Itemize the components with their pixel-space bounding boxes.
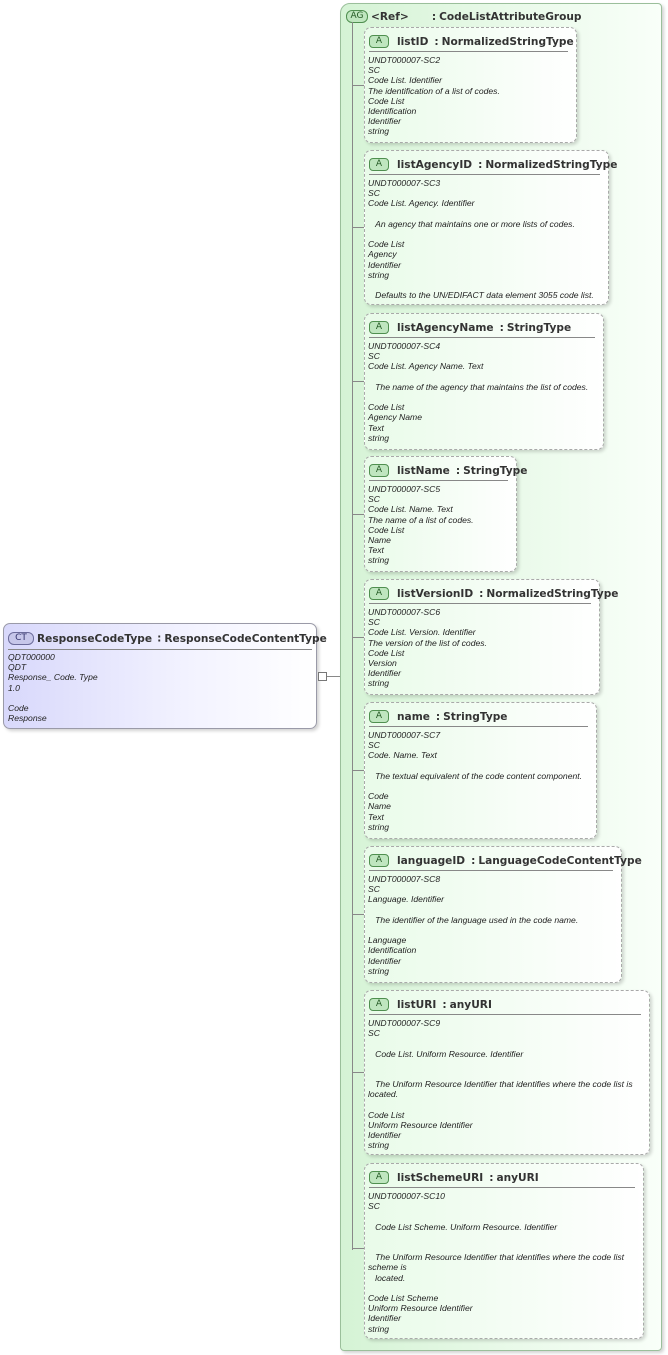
attribute-type: anyURI [449, 998, 492, 1011]
complex-type-divider [8, 649, 312, 650]
attribute-tree-tick [352, 770, 364, 771]
attribute-name: listAgencyName [397, 321, 494, 334]
attribute-divider [369, 726, 588, 727]
attribute-annotation: UNDT000007-SC10 SC Code List Scheme. Uni… [368, 1191, 625, 1334]
attribute-annotation: UNDT000007-SC4 SC Code List. Agency Name… [368, 341, 589, 443]
attribute-annotation: UNDT000007-SC5 SC Code List. Name. Text … [368, 484, 474, 566]
attribute-type: anyURI [496, 1171, 539, 1184]
attribute-name: name [397, 710, 430, 723]
attribute-separator: : [478, 158, 483, 171]
attribute-separator: : [479, 587, 484, 600]
attribute-type: NormalizedStringType [485, 158, 618, 171]
complex-type-separator: : [157, 632, 162, 645]
attribute-badge-icon: A [369, 710, 389, 723]
attribute-separator: : [471, 854, 476, 867]
attribute-badge-icon: A [369, 464, 389, 477]
attribute-separator: : [499, 321, 504, 334]
attribute-separator: : [489, 1171, 494, 1184]
attribute-tree-tick [352, 637, 364, 638]
attribute-name: listURI [397, 998, 437, 1011]
attribute-name: listSchemeURI [397, 1171, 484, 1184]
attribute-annotation: UNDT000007-SC6 SC Code List. Version. Id… [368, 607, 487, 689]
attribute-badge-icon: A [369, 158, 389, 171]
attribute-badge-icon: A [369, 854, 389, 867]
attribute-divider [369, 480, 508, 481]
attribute-name: listVersionID [397, 587, 474, 600]
attribute-group-tree-line [352, 22, 353, 1250]
attribute-divider [369, 51, 568, 52]
attribute-type: StringType [443, 710, 508, 723]
attribute-name: languageID [397, 854, 466, 867]
attribute-badge-icon: A [369, 321, 389, 334]
attribute-separator: : [434, 35, 439, 48]
attribute-badge-icon: A [369, 35, 389, 48]
attribute-separator: : [442, 998, 447, 1011]
attribute-separator: : [455, 464, 461, 477]
attribute-tree-tick [352, 1248, 364, 1249]
attribute-annotation: UNDT000007-SC7 SC Code. Name. Text The t… [368, 730, 583, 832]
attribute-name: listID [397, 35, 429, 48]
attribute-annotation: UNDT000007-SC9 SC Code List. Uniform Res… [368, 1018, 633, 1151]
attribute-type: NormalizedStringType [441, 35, 574, 48]
attribute-tree-tick [352, 914, 364, 915]
attribute-group-name: <Ref> [371, 10, 409, 23]
attribute-tree-tick [352, 1072, 364, 1073]
attribute-divider [369, 1014, 641, 1015]
complex-type-annotation: QDT000000 QDT Response_ Code. Type 1.0 C… [8, 652, 98, 724]
attribute-divider [369, 870, 613, 871]
attribute-tree-tick [352, 85, 364, 86]
attribute-type: LanguageCodeContentType [478, 854, 642, 867]
attribute-annotation: UNDT000007-SC3 SC Code List. Agency. Ide… [368, 178, 594, 301]
complex-type-type: ResponseCodeContentType [164, 632, 327, 645]
attribute-type: NormalizedStringType [486, 587, 619, 600]
attribute-annotation: UNDT000007-SC8 SC Language. Identifier T… [368, 874, 579, 976]
attribute-type: StringType [463, 464, 528, 477]
attribute-tree-tick [352, 514, 364, 515]
attribute-divider [369, 337, 595, 338]
attribute-badge-icon: A [369, 587, 389, 600]
attribute-divider [369, 1187, 635, 1188]
attribute-tree-tick [352, 227, 364, 228]
attribute-divider [369, 603, 591, 604]
attribute-group-badge-icon: AG [346, 10, 368, 23]
attribute-badge-icon: A [369, 998, 389, 1011]
attribute-name: listName [397, 464, 450, 477]
attribute-group-type: CodeListAttributeGroup [439, 10, 582, 23]
attribute-divider [369, 174, 600, 175]
complex-type-badge-icon: CT [8, 632, 34, 645]
attribute-group-separator: : [431, 10, 437, 23]
attribute-separator: : [435, 710, 441, 723]
attribute-annotation: UNDT000007-SC2 SC Code List. Identifier … [368, 55, 500, 137]
expand-collapse-toggle[interactable] [318, 672, 327, 681]
attribute-tree-tick [352, 381, 364, 382]
attribute-name: listAgencyID [397, 158, 473, 171]
connector-line [327, 676, 341, 677]
complex-type-name: ResponseCodeType [37, 632, 153, 645]
attribute-type: StringType [506, 321, 572, 334]
attribute-badge-icon: A [369, 1171, 389, 1184]
attribute-group-header[interactable]: AG<Ref> :CodeListAttributeGroup [346, 6, 582, 25]
